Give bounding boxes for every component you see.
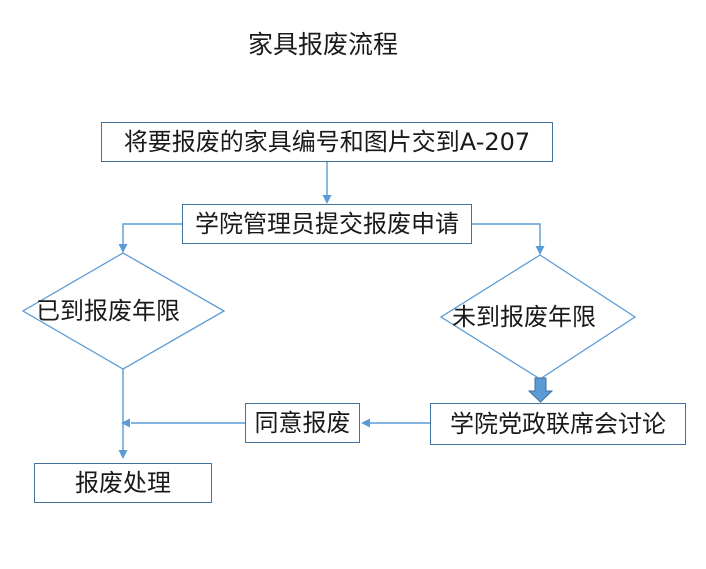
arrowhead-meeting-to-agree <box>361 418 370 428</box>
connector-apply-to-notreached <box>472 223 541 248</box>
arrowhead-apply-to-notreached <box>535 246 545 255</box>
node-agree-scrap: 同意报废 <box>245 403 360 443</box>
connector-apply-to-reached <box>122 223 182 246</box>
node-admin-apply-label: 学院管理员提交报废申请 <box>195 210 459 238</box>
node-agree-scrap-label: 同意报废 <box>254 409 351 437</box>
diagram-title: 家具报废流程 <box>248 30 399 59</box>
arrowhead-agree-to-junction <box>121 418 130 428</box>
arrowhead-submit-to-apply <box>322 195 332 204</box>
node-submit-info: 将要报废的家具编号和图片交到A-207 <box>101 122 553 162</box>
node-reached-limit-label: 已到报废年限 <box>36 297 180 325</box>
node-scrap-handling-label: 报废处理 <box>75 469 171 497</box>
arrowhead-reached-to-handling <box>118 450 128 459</box>
node-submit-info-label: 将要报废的家具编号和图片交到A-207 <box>123 128 531 156</box>
node-not-reached-limit-label: 未到报废年限 <box>452 303 596 331</box>
thick-arrow-notreached-to-meeting <box>527 377 554 403</box>
node-joint-meeting-label: 学院党政联席会讨论 <box>450 410 666 438</box>
node-admin-apply: 学院管理员提交报废申请 <box>182 204 472 244</box>
arrowhead-apply-to-reached <box>118 244 128 253</box>
node-scrap-handling: 报废处理 <box>34 463 212 503</box>
node-joint-meeting: 学院党政联席会讨论 <box>430 403 686 445</box>
